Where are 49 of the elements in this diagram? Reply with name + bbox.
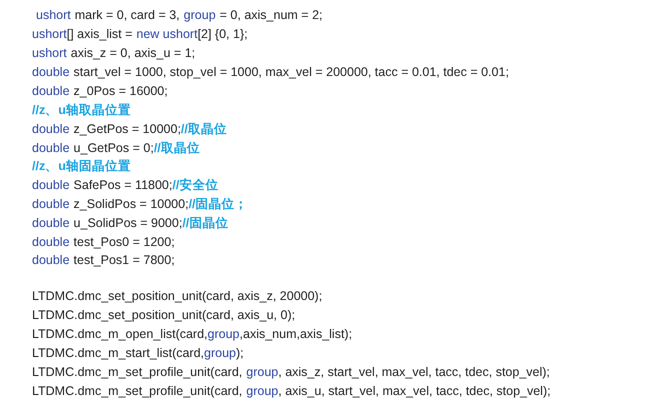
code-comment: //安全位 [172, 178, 218, 192]
code-keyword: double [32, 84, 70, 98]
code-keyword: ushort [32, 46, 67, 60]
code-text: LTDMC.dmc_m_set_profile_unit(card, [32, 365, 242, 379]
code-keyword: double [32, 122, 70, 136]
code-text: start_vel = 1000, stop_vel = 1000, max_vel = 200000, tacc = 0.01, tdec = 0.01; [74, 65, 509, 79]
code-keyword: double [32, 216, 70, 230]
code-comment: //z、u轴取晶位置 [32, 103, 131, 117]
code-keyword: group [246, 384, 278, 398]
code-text: ); [236, 346, 244, 360]
code-text: test_Pos1 = 7800; [74, 253, 175, 267]
code-text: z_GetPos = 10000; [74, 122, 181, 136]
code-keyword: group [204, 346, 236, 360]
code-text: u_GetPos = 0; [74, 141, 154, 155]
code-keyword: double [32, 253, 70, 267]
code-text: [2] {0, 1}; [198, 27, 248, 41]
code-text: ,axis_num,axis_list); [240, 327, 352, 341]
code-keyword: ushort [36, 8, 71, 22]
code-keyword: new ushort [136, 27, 198, 41]
code-text: LTDMC.dmc_m_open_list(card, [32, 327, 208, 341]
code-text: LTDMC.dmc_set_position_unit(card, axis_u, 0); [32, 308, 296, 322]
code-text: LTDMC.dmc_m_set_profile_unit(card, [32, 384, 242, 398]
code-keyword: group [184, 8, 216, 22]
code-comment: //取晶位 [180, 122, 227, 136]
code-text: z_SolidPos = 10000; [74, 197, 189, 211]
code-text: LTDMC.dmc_m_start_list(card, [32, 346, 204, 360]
code-text: , axis_z, start_vel, max_vel, tacc, tdec, stop_vel); [278, 365, 550, 379]
code-text: = 0, axis_num = 2; [220, 8, 322, 22]
code-text: mark = 0, card = 3, [74, 8, 180, 22]
code-text: LTDMC.dmc_set_position_unit(card, axis_z, 20000); [32, 289, 322, 303]
code-text: u_SolidPos = 9000; [74, 216, 182, 230]
code-comment: //固晶位 [182, 216, 228, 230]
code-text: test_Pos0 = 1200; [74, 235, 175, 249]
code-text: z_0Pos = 16000; [74, 84, 168, 98]
code-keyword: group [208, 327, 240, 341]
code-text: [] axis_list = [66, 27, 132, 41]
code-keyword: double [32, 235, 70, 249]
code-text: SafePos = 11800; [74, 178, 172, 192]
code-keyword: double [32, 178, 70, 192]
code-comment: //固晶位； [188, 197, 248, 211]
code-keyword: double [32, 65, 70, 79]
code-comment: //z、u轴固晶位置 [32, 159, 131, 173]
code-keyword: group [246, 365, 278, 379]
code-keyword: ushort [32, 27, 67, 41]
code-keyword: double [32, 197, 70, 211]
code-keyword: double [32, 141, 70, 155]
code-text: axis_z = 0, axis_u = 1; [70, 46, 196, 60]
code-comment: //取晶位 [154, 141, 200, 155]
code-text: , axis_u, start_vel, max_vel, tacc, tdec, stop_vel); [278, 384, 551, 398]
